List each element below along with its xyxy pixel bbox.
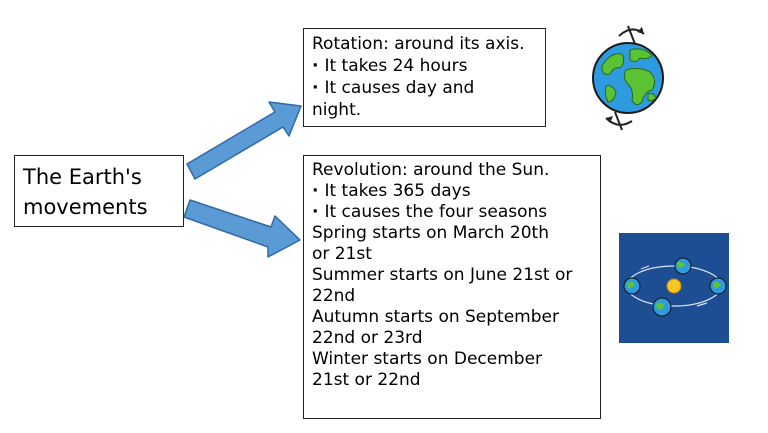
season-summer: Summer starts on June 21st or	[312, 265, 573, 285]
revolution-box: Revolution: around the Sun. It takes 365…	[303, 155, 601, 419]
rotation-title: Rotation: around its axis.	[312, 34, 525, 54]
earth-left	[623, 277, 641, 295]
rotation-box: Rotation: around its axis. It takes 24 h…	[303, 28, 546, 127]
earth-movements-box: The Earth's movements	[14, 155, 184, 227]
earth-right	[709, 277, 727, 295]
revolution-point-2: It causes the four seasons	[312, 202, 594, 223]
earth-bottom	[652, 297, 672, 317]
season-summer-cont: 22nd	[312, 286, 356, 306]
rotation-point-2-continued: night.	[312, 100, 362, 120]
season-spring-cont: or 21st	[312, 244, 372, 264]
earth-orbit-icon	[619, 233, 729, 343]
arrow-to-revolution	[183, 199, 301, 258]
rotation-point-1: It takes 24 hours	[312, 55, 539, 77]
main-title-line-2: movements	[23, 195, 148, 219]
earth-top	[674, 257, 692, 275]
season-spring: Spring starts on March 20th	[312, 223, 549, 243]
revolution-title: Revolution: around the Sun.	[312, 160, 550, 180]
season-winter-cont: 21st or 22nd	[312, 370, 421, 390]
season-winter: Winter starts on December	[312, 349, 543, 369]
revolution-point-1: It takes 365 days	[312, 181, 594, 202]
earth-globe-icon	[592, 25, 664, 131]
season-autumn-cont: 22nd or 23rd	[312, 328, 423, 348]
arrow-to-rotation	[186, 101, 302, 180]
main-title-line-1: The Earth's	[23, 165, 142, 189]
rotation-point-2: It causes day and	[312, 77, 539, 99]
season-autumn: Autumn starts on September	[312, 307, 559, 327]
